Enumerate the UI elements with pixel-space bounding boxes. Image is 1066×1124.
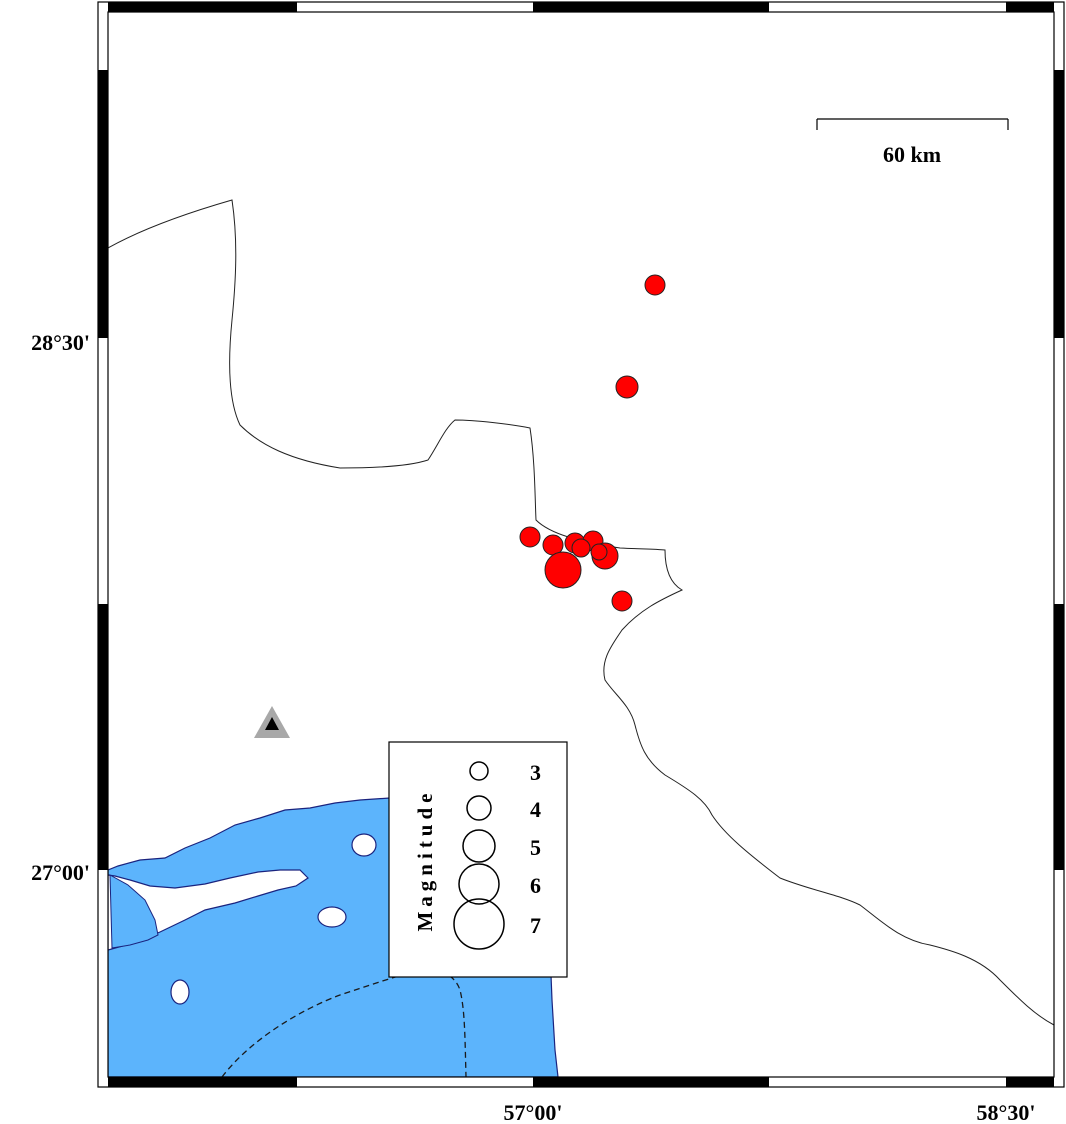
frame-bottom-border bbox=[108, 1077, 1054, 1087]
qeshm-island bbox=[108, 869, 309, 951]
island-larak bbox=[317, 906, 347, 928]
earthquake-epicenters bbox=[519, 274, 666, 612]
magnitude-legend: Magnitude 3 4 5 6 7 bbox=[388, 741, 568, 978]
mangrove-inlet bbox=[109, 874, 159, 949]
frame-left-border bbox=[98, 70, 108, 870]
maritime-boundary bbox=[221, 969, 467, 1077]
earthquake-marker[interactable] bbox=[590, 543, 608, 561]
scale-bar: 60 km bbox=[816, 118, 1009, 167]
legend-circle-4 bbox=[466, 795, 492, 821]
island-small bbox=[170, 979, 190, 1005]
island-hengam bbox=[351, 833, 377, 857]
triangle-station-icon[interactable] bbox=[254, 706, 290, 738]
legend-title: Magnitude bbox=[413, 788, 437, 931]
legend-circle-3 bbox=[469, 761, 489, 781]
earthquake-marker[interactable] bbox=[615, 375, 639, 399]
earthquake-marker[interactable] bbox=[571, 538, 591, 558]
legend-label-4: 4 bbox=[530, 797, 541, 822]
frame-top-border bbox=[108, 2, 1054, 12]
legend-label-5: 5 bbox=[530, 835, 541, 860]
lon-label-57-00: 57°00' bbox=[504, 1100, 563, 1124]
province-border bbox=[108, 199, 1054, 1026]
earthquake-marker-largest[interactable] bbox=[544, 551, 582, 589]
lat-label-28-30: 28°30' bbox=[31, 330, 90, 355]
lat-label-27-00: 27°00' bbox=[31, 860, 90, 885]
legend-circle-6 bbox=[458, 863, 500, 905]
scale-bar-label: 60 km bbox=[883, 142, 941, 167]
legend-circle-5 bbox=[462, 829, 496, 863]
legend-label-6: 6 bbox=[530, 873, 541, 898]
earthquake-marker[interactable] bbox=[611, 590, 633, 612]
frame-right-border bbox=[1054, 70, 1064, 870]
earthquake-marker[interactable] bbox=[644, 274, 666, 296]
earthquake-marker[interactable] bbox=[519, 526, 541, 548]
legend-label-3: 3 bbox=[530, 760, 541, 785]
legend-circle-7 bbox=[453, 898, 505, 950]
legend-label-7: 7 bbox=[530, 913, 541, 938]
lon-label-58-30: 58°30' bbox=[977, 1100, 1036, 1124]
